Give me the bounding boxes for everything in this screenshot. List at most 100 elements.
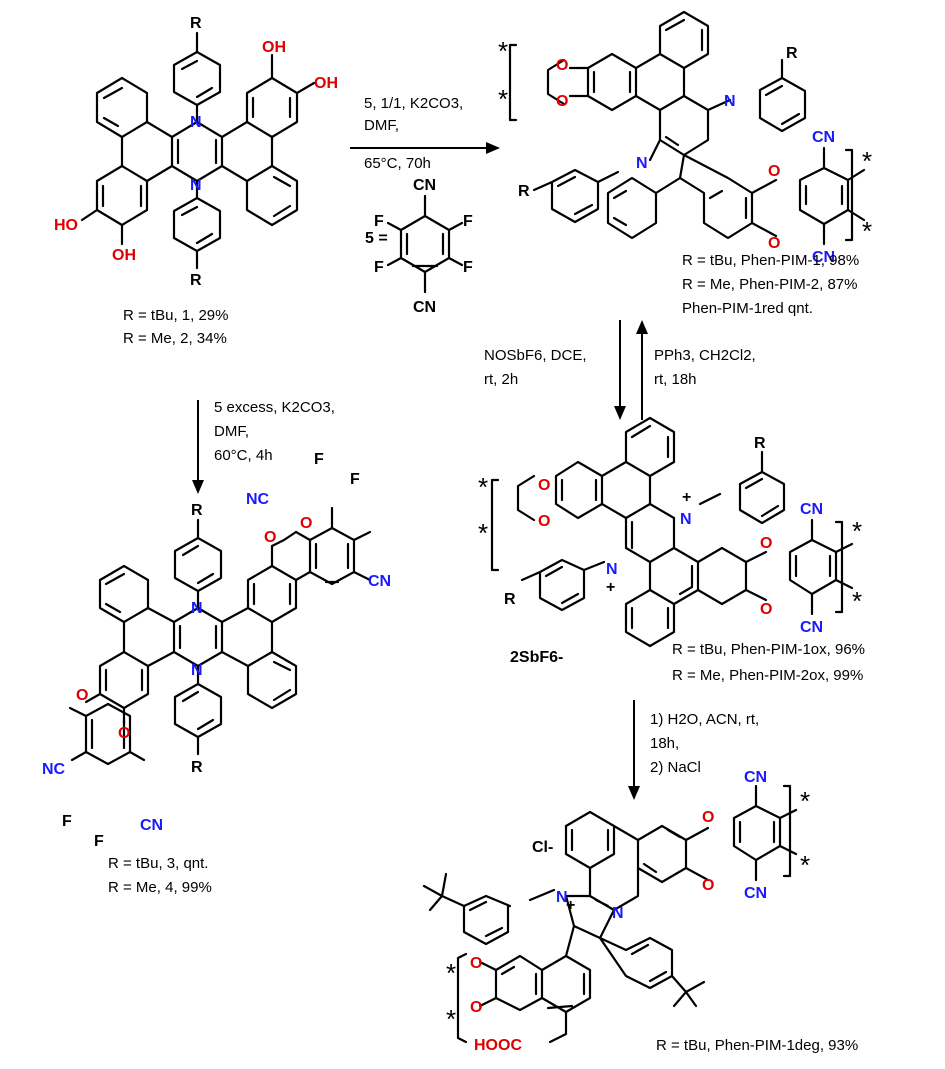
phen-pim-deg-cn-1: CN	[744, 769, 767, 786]
phen-pim-bracket-star-2: *	[498, 84, 508, 114]
arrow-degradation-line-2: 18h,	[650, 735, 679, 752]
phen-pim-deg-star-2: *	[800, 850, 810, 880]
compound-3-o-4: O	[118, 725, 130, 742]
monomer-r-bottom: R	[190, 272, 202, 289]
phen-pim-n-2: N	[636, 155, 648, 172]
phen-pim-ox-star-2: *	[478, 518, 488, 548]
phen-pim-ox-n-2: N	[606, 561, 618, 578]
phen-pim-r-1: R	[786, 45, 798, 62]
phen-pim-deg-o-1: O	[702, 809, 714, 826]
phen-pim-star-3: *	[862, 146, 872, 176]
phen-pim-deg-star-4: *	[446, 1004, 456, 1034]
phen-pim-deg-o-3: O	[470, 955, 482, 972]
arrow-polymerization-line-2: DMF,	[364, 117, 399, 134]
arrow-excess-line-1: 5 excess, K2CO3,	[214, 399, 335, 416]
arrow-excess-line-3: 60°C, 4h	[214, 447, 273, 464]
compound-3-o-3: O	[76, 687, 88, 704]
phen-pim-ox-o-3: O	[760, 535, 772, 552]
monomer-n-top: N	[190, 114, 202, 131]
phen-pim-star-4: *	[862, 216, 872, 246]
phen-pim-ox-plus-2: +	[606, 579, 615, 596]
phen-pim-deg-plus: +	[566, 897, 575, 914]
phen-pim-bracket-star-1: *	[498, 36, 508, 66]
monomer-n-bottom: N	[190, 177, 202, 194]
monomer-r-top: R	[190, 15, 202, 32]
arrow-excess-head	[192, 480, 204, 494]
phen-pim-deg-acid: HOOC	[474, 1037, 522, 1054]
phen-pim-deg-n-2: N	[612, 905, 624, 922]
phen-pim-deg-n-1: N	[556, 889, 568, 906]
phen-pim-o-4: O	[768, 235, 780, 252]
phen-pim-ox-caption-1: R = tBu, Phen-PIM-1ox, 96%	[672, 641, 865, 658]
monomer-oh-1: OH	[262, 39, 286, 56]
arrow-oxidation-line-1: NOSbF6, DCE,	[484, 347, 587, 364]
phen-pim-deg-structure	[422, 784, 798, 1044]
phen-pim-structure	[508, 10, 866, 246]
phen-pim-cn-2: CN	[812, 249, 835, 266]
phen-pim-caption-1: R = tBu, Phen-PIM-1, 98%	[682, 252, 859, 269]
phen-pim-ox-o-2: O	[538, 513, 550, 530]
phen-pim-ox-n-1: N	[680, 511, 692, 528]
compound-3-f-3: F	[62, 813, 72, 830]
phen-pim-ox-o-4: O	[760, 601, 772, 618]
arrow-polymerization-head	[486, 142, 500, 154]
phen-pim-ox-star-3: *	[852, 516, 862, 546]
phen-pim-ox-plus-1: +	[682, 489, 691, 506]
phen-pim-o-2: O	[556, 93, 568, 110]
compound-3-nc-bottom: NC	[42, 761, 66, 778]
reagent5-label: 5 =	[365, 230, 388, 247]
compound-3-o-2: O	[300, 515, 312, 532]
phen-pim-deg-star-3: *	[446, 958, 456, 988]
arrow-degradation-line-1: 1) H2O, ACN, rt,	[650, 711, 759, 728]
phen-pim-deg-cn-2: CN	[744, 885, 767, 902]
phen-pim-deg-star-1: *	[800, 786, 810, 816]
phen-pim-ox-cn-2: CN	[800, 619, 823, 636]
compound-3-f-1: F	[314, 451, 324, 468]
phen-pim-ox-r-1: R	[754, 435, 766, 452]
phen-pim-ox-cn-1: CN	[800, 501, 823, 518]
arrow-polymerization-line-1: 5, 1/1, K2CO3,	[364, 95, 463, 112]
monomer-ho: HO	[54, 217, 78, 234]
phen-pim-ox-o-1: O	[538, 477, 550, 494]
phen-pim-deg-o-4: O	[470, 999, 482, 1016]
phen-pim-o-1: O	[556, 57, 568, 74]
reagent5-f-2: F	[463, 213, 473, 230]
arrow-reduction-head	[636, 320, 648, 334]
reagent5-structure	[386, 194, 464, 294]
compound-3-caption-2: R = Me, 4, 99%	[108, 879, 212, 896]
phen-pim-r-2: R	[518, 183, 530, 200]
arrow-reduction-line-1: PPh3, CH2Cl2,	[654, 347, 756, 364]
phen-pim-deg-caption: R = tBu, Phen-PIM-1deg, 93%	[656, 1037, 858, 1054]
compound-3-nc-top: NC	[246, 491, 270, 508]
phen-pim-caption-2: R = Me, Phen-PIM-2, 87%	[682, 276, 858, 293]
monomer-oh-2: OH	[314, 75, 338, 92]
compound-3-r-top: R	[191, 502, 203, 519]
phen-pim-ox-star-1: *	[478, 472, 488, 502]
phen-pim-caption-3: Phen-PIM-1red qnt.	[682, 300, 813, 317]
phen-pim-ox-caption-2: R = Me, Phen-PIM-2ox, 99%	[672, 667, 863, 684]
arrow-oxidation-line-2: rt, 2h	[484, 371, 518, 388]
monomer-caption-1: R = tBu, 1, 29%	[123, 307, 228, 324]
phen-pim-ox-r-2: R	[504, 591, 516, 608]
phen-pim-ox-counterion: 2SbF6-	[510, 649, 563, 666]
monomer-caption-2: R = Me, 2, 34%	[123, 330, 227, 347]
arrow-polymerization-line-3: 65°C, 70h	[364, 155, 431, 172]
monomer-structure	[80, 31, 316, 270]
arrow-reduction-line-2: rt, 18h	[654, 371, 697, 388]
compound-3-cn-bottom: CN	[140, 817, 163, 834]
monomer-oh-3: OH	[112, 247, 136, 264]
reagent5-cn-bottom: CN	[413, 299, 436, 316]
phen-pim-cn-1: CN	[812, 129, 835, 146]
phen-pim-deg-chloride: Cl-	[532, 839, 553, 856]
compound-3-caption-1: R = tBu, 3, qnt.	[108, 855, 208, 872]
phen-pim-ox-structure	[490, 416, 854, 648]
compound-3-n-top: N	[191, 600, 203, 617]
compound-3-f-2: F	[350, 471, 360, 488]
phen-pim-o-3: O	[768, 163, 780, 180]
compound-3-structure	[68, 506, 372, 766]
compound-3-r-bottom: R	[191, 759, 203, 776]
arrow-degradation-line-3: 2) NaCl	[650, 759, 701, 776]
reagent5-f-3: F	[374, 259, 384, 276]
compound-3-f-4: F	[94, 833, 104, 850]
